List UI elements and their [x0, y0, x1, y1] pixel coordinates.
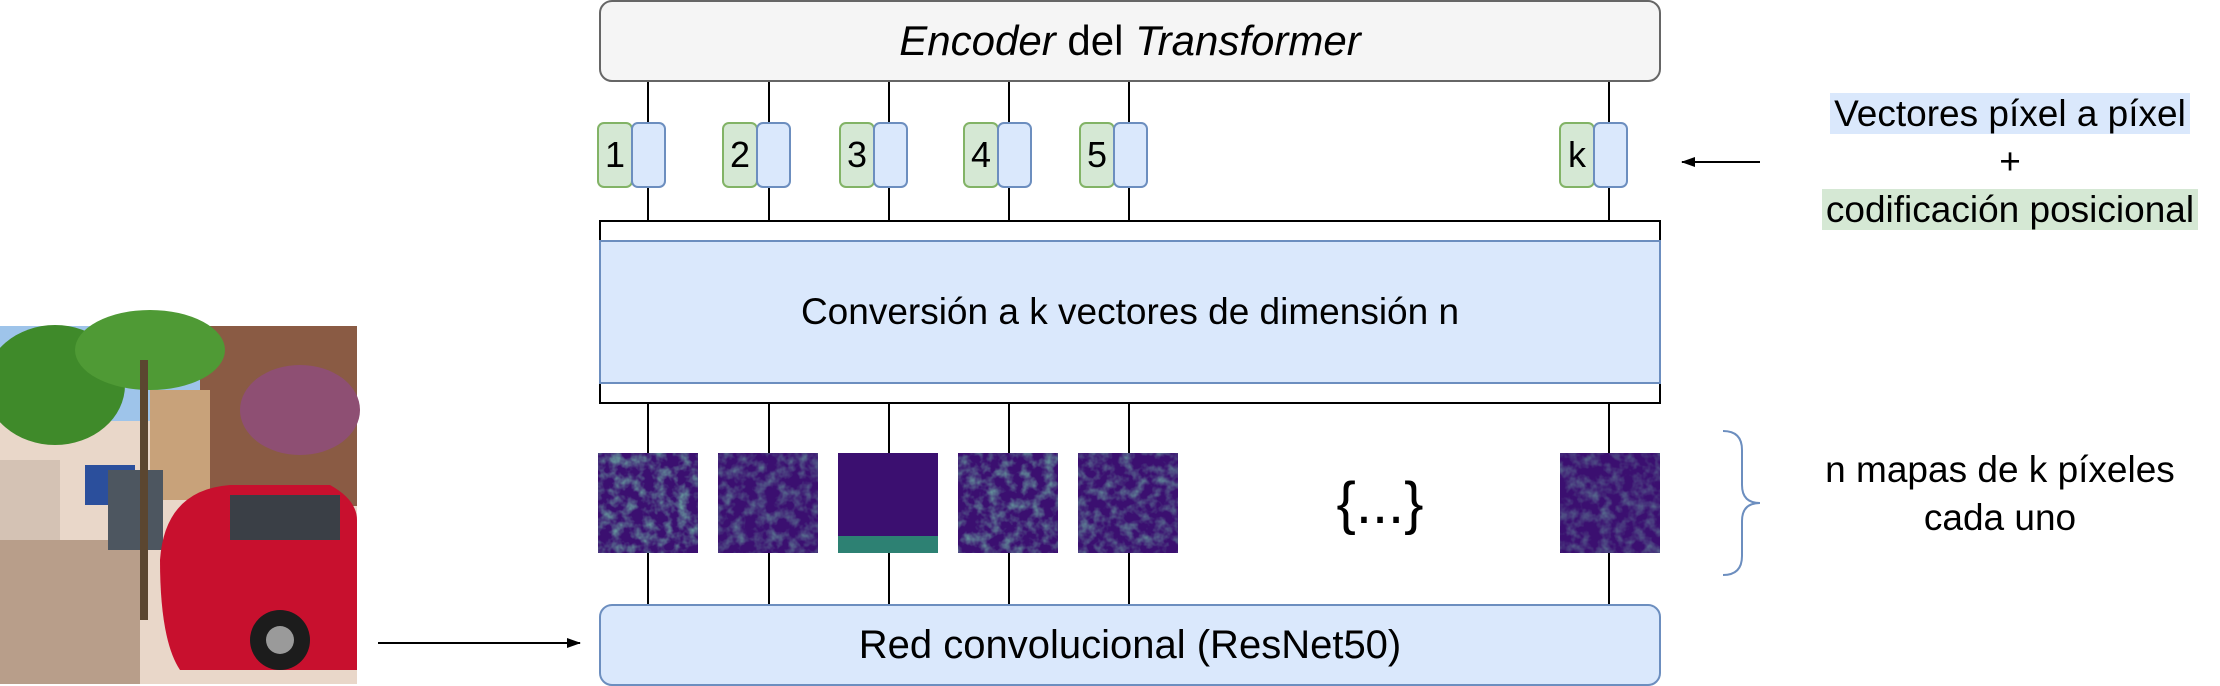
token-label-2: 2 [729, 134, 751, 175]
feature-maps [598, 453, 1660, 553]
feature-map-3 [838, 453, 938, 553]
token-label-4: 4 [970, 134, 992, 175]
conversion-label: Conversión a k vectores de dimensión n [800, 291, 1460, 332]
street-photo-icon [0, 310, 360, 684]
plus-label: + [1999, 141, 2021, 182]
encoder-label-plain: del [1055, 17, 1136, 64]
token-label-k: k [1568, 134, 1586, 175]
positional-label: codificación posicional [1821, 189, 2199, 230]
feature-maps-ellipsis: {...} [1336, 470, 1424, 536]
token-label-1: 1 [604, 134, 626, 175]
encoder-label-italic: Encoder [899, 17, 1056, 64]
feature-map-1 [598, 453, 698, 553]
vectors-label: Vectores píxel a píxel [1830, 93, 2190, 134]
feature-map-5 [1078, 453, 1178, 553]
feature-map-k [1560, 453, 1660, 553]
encoder-label-italic-2: Transformer [1135, 17, 1361, 64]
token-label-3: 3 [846, 134, 868, 175]
cnn-label: Red convolucional (ResNet50) [858, 622, 1402, 667]
maps-label-line1: n mapas de k píxeles [1825, 449, 2175, 490]
conversion-box [599, 240, 1661, 384]
encoder-box [599, 0, 1661, 82]
maps-annotation: n mapas de k píxeles cada uno [1800, 446, 2200, 542]
maps-label-line2: cada uno [1923, 497, 2077, 538]
cnn-box [599, 604, 1661, 686]
feature-map-2 [718, 453, 818, 553]
encoder-label: Encoder del Transformer [600, 1, 1660, 81]
feature-map-4 [958, 453, 1058, 553]
vectors-annotation: Vectores píxel a píxel + codificación po… [1800, 90, 2220, 234]
token-label-5: 5 [1086, 134, 1108, 175]
curly-brace-icon [1722, 430, 1761, 576]
token-pairs [597, 122, 1628, 188]
